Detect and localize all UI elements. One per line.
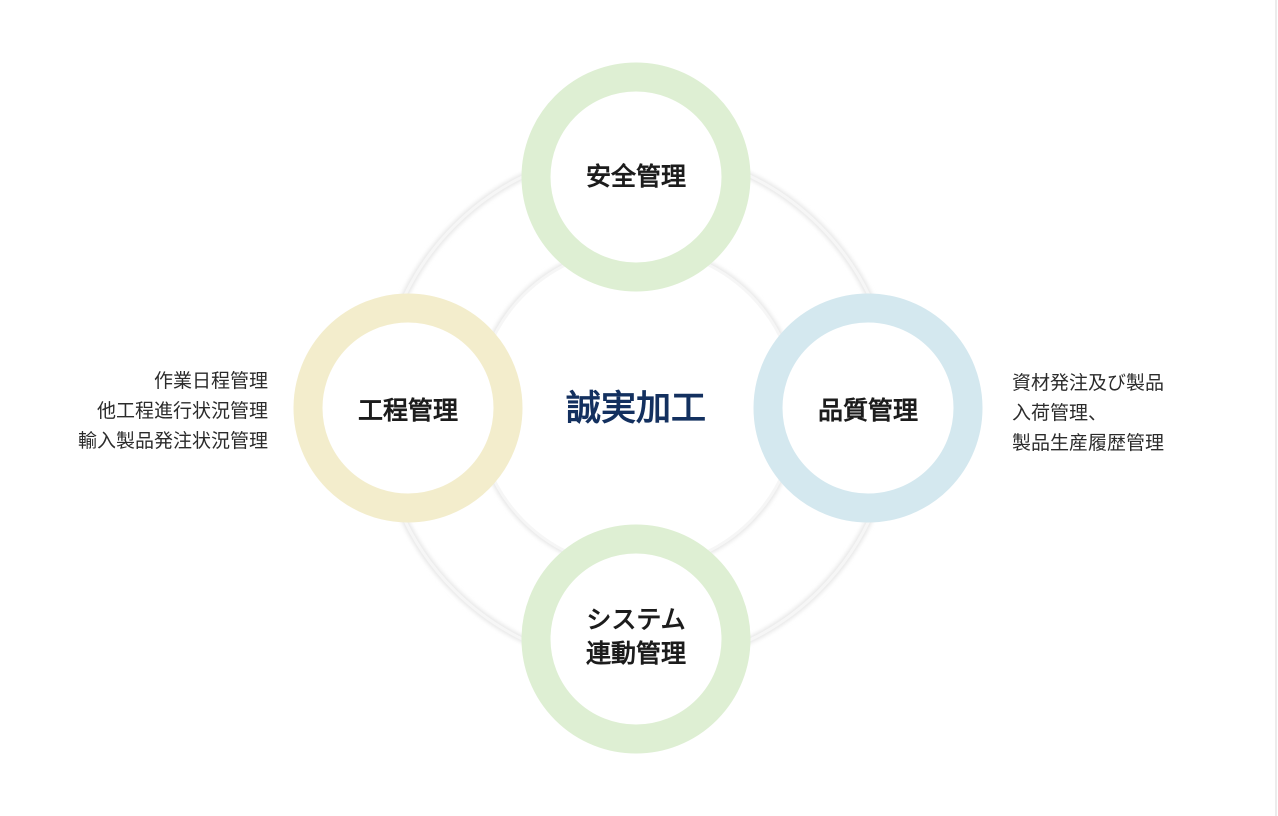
node-left-line: 工程管理 [357, 396, 458, 425]
node-right-line: 品質管理 [817, 396, 918, 425]
page-right-border [1275, 0, 1277, 816]
left-description-line-2: 他工程進行状況管理 [96, 400, 268, 422]
left-description-line-1: 作業日程管理 [153, 370, 268, 392]
node-top-line: 安全管理 [585, 162, 686, 191]
right-description-line-2: 入荷管理、 [1012, 402, 1108, 424]
node-right-label: 品質管理 [778, 394, 958, 428]
node-ring-bottom [521, 524, 751, 754]
right-description-line-3: 製品生産履歴管理 [1012, 432, 1165, 454]
node-bottom-line-1: システム [586, 605, 686, 634]
right-description-line-1: 資材発注及び製品 [1012, 372, 1165, 394]
center-label: 誠実加工 [565, 389, 706, 429]
node-ring-right [753, 293, 983, 523]
node-ring-left [293, 293, 523, 523]
node-top-label: 安全管理 [546, 160, 726, 194]
node-bottom-line-2: 連動管理 [585, 639, 686, 668]
node-ring-top [521, 62, 751, 292]
left-description-line-3: 輸入製品発注状況管理 [77, 430, 268, 452]
left-description: 作業日程管理 他工程進行状況管理 輸入製品発注状況管理 [78, 366, 268, 456]
node-bottom-label: システム 連動管理 [546, 603, 726, 671]
right-description: 資材発注及び製品 入荷管理、 製品生産履歴管理 [1012, 368, 1164, 458]
node-left-label: 工程管理 [318, 394, 498, 428]
